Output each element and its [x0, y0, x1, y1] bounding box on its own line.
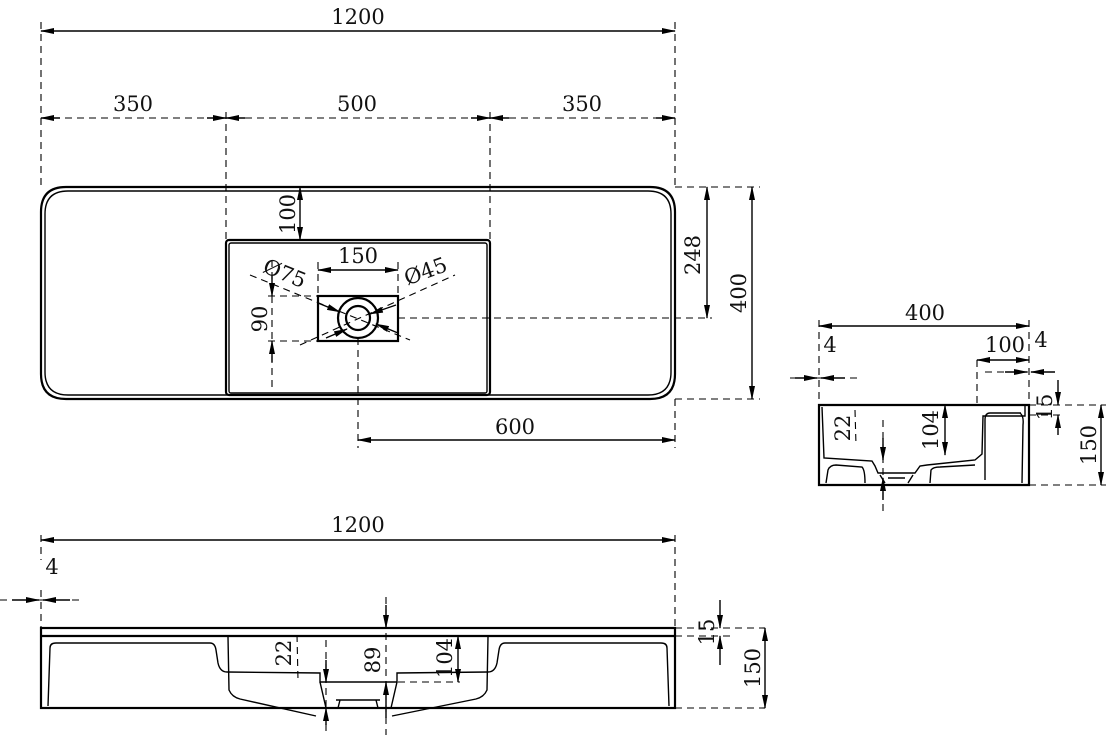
dim-tap-plate-width: 150 — [338, 244, 378, 268]
dim-basin-width: 500 — [337, 92, 377, 116]
dim-drain-diameter: Ø75 — [260, 254, 310, 293]
dim-depth: 400 — [727, 273, 751, 313]
dim-overall-length: 1200 — [331, 5, 384, 29]
dim-front-length: 1200 — [331, 513, 384, 537]
top-view: 1200 350 500 350 100 248 400 600 150 90 … — [39, 5, 760, 448]
basin-outline — [39, 185, 677, 401]
dim-side-basin-depth: 104 — [919, 410, 943, 450]
drain-circle — [336, 296, 380, 340]
dim-side-top-thickness: 15 — [1033, 394, 1057, 421]
dim-front-basin-depth: 104 — [433, 638, 457, 678]
dim-front-drain-step: 22 — [272, 640, 296, 667]
front-view: 1200 4 15 150 22 89 104 — [0, 513, 768, 735]
dim-tap-plate-depth: 90 — [248, 306, 272, 333]
dim-front-top-thickness: 15 — [695, 619, 719, 646]
dim-side-depth: 400 — [905, 301, 945, 325]
dim-side-height: 150 — [1077, 425, 1101, 465]
side-view: 400 4 100 4 15 150 22 104 — [790, 301, 1106, 515]
dim-front-wall: 4 — [45, 555, 58, 579]
dim-front-drain-depth: 89 — [361, 647, 385, 674]
dim-front-height: 150 — [741, 648, 765, 688]
dim-side-back-ledge: 100 — [985, 333, 1025, 357]
dim-tap-to-edge: 600 — [495, 415, 535, 439]
dim-back-to-basin: 100 — [276, 194, 300, 234]
dim-side-drain-step: 22 — [831, 415, 855, 442]
dim-left-offset: 350 — [113, 92, 153, 116]
dim-back-to-tap: 248 — [681, 235, 705, 275]
dim-right-offset: 350 — [562, 92, 602, 116]
dim-side-left-wall: 4 — [823, 333, 836, 357]
dim-tap-hole-diameter: Ø45 — [401, 253, 451, 291]
front-outline — [39, 626, 677, 710]
bowl-outline — [224, 238, 492, 397]
tap-hole-circle — [344, 304, 372, 332]
dim-side-right-wall: 4 — [1034, 328, 1047, 352]
